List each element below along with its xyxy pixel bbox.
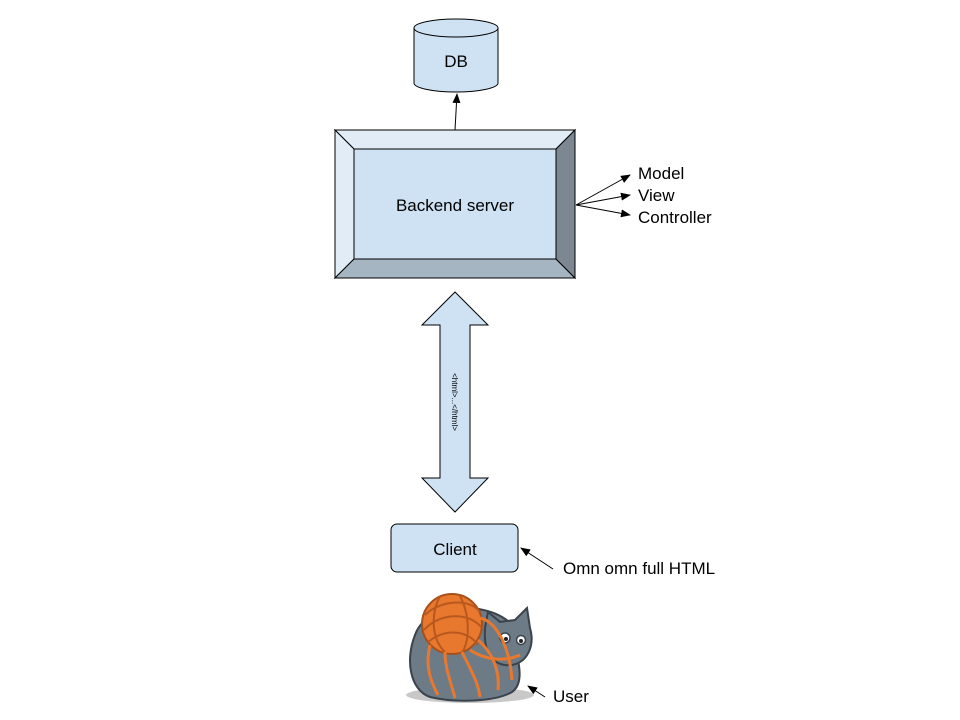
user-arrow: [527, 685, 546, 698]
mvc-controller-label: Controller: [638, 208, 712, 227]
bevel-top: [333, 129, 577, 150]
client-note-label: Omn omn full HTML: [563, 559, 715, 578]
cat-pupil-right: [519, 639, 523, 643]
loose-yarn: [426, 616, 521, 699]
arrow-to-model: [575, 174, 631, 206]
backend-label: Backend server: [396, 196, 514, 215]
bevel-bottom: [333, 258, 577, 279]
arrow-to-controller: [575, 204, 631, 218]
client-box: [390, 523, 519, 573]
db-node: DB: [413, 18, 499, 93]
client-node: Client: [390, 523, 519, 573]
double-arrow-shape: [420, 291, 490, 513]
backend-face: [353, 148, 557, 260]
http-double-arrow: <html>...</html>: [420, 291, 490, 513]
mvc-model-label: Model: [638, 164, 684, 183]
db-cylinder-body: [413, 28, 499, 93]
db-cylinder-top: [413, 18, 499, 38]
user-cat-illustration: [406, 593, 534, 703]
client-label: Client: [433, 540, 477, 559]
yarn-strands: [423, 595, 483, 654]
bevel-right: [555, 128, 576, 280]
backend-server-node: Backend server: [333, 128, 577, 280]
cat-pupil-left: [504, 637, 508, 641]
arrow-to-view: [575, 192, 631, 206]
db-label: DB: [444, 52, 468, 71]
backend-to-db-arrow: [452, 93, 461, 131]
bevel-left: [334, 128, 355, 280]
double-arrow-label: <html>...</html>: [450, 373, 459, 431]
mvc-view-label: View: [638, 186, 675, 205]
client-note-arrow: [520, 547, 554, 570]
user-label: User: [553, 687, 589, 706]
